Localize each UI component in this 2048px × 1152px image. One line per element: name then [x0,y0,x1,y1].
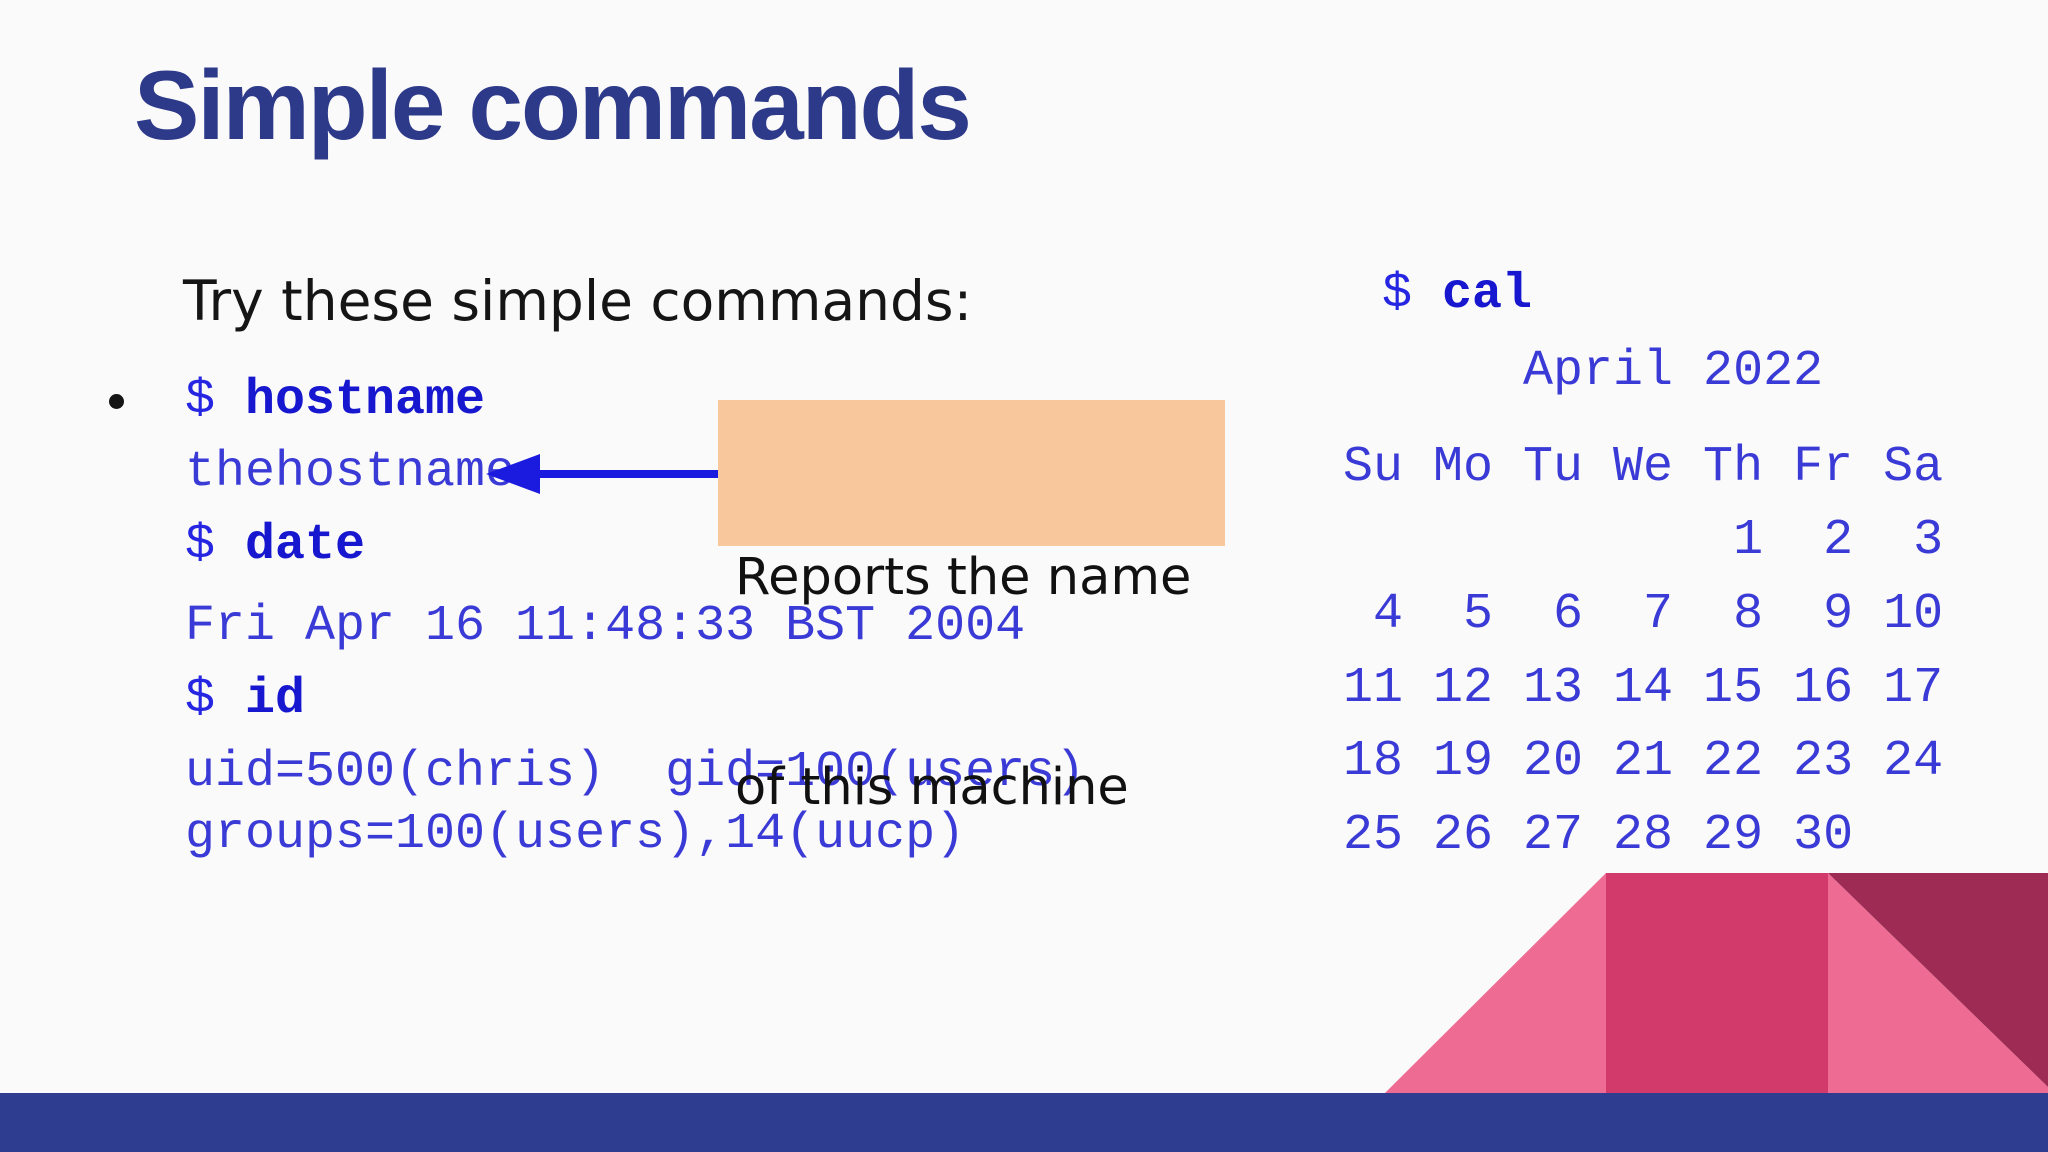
bullet-marker [109,394,124,409]
command-text: hostname [245,372,486,429]
shell-prompt: $ [1382,266,1413,323]
calendar-month-header: April 2022 [1343,343,1824,400]
terminal-line-id-command: $ id [185,670,305,730]
callout-arrow-left-icon [486,454,540,494]
decoration-slope-right [1828,873,2048,1093]
page-title: Simple commands [134,50,972,160]
calendar-week-row: 25 26 27 28 29 30 [1343,807,1854,864]
command-text: cal [1442,266,1533,323]
terminal-line-date-output: Fri Apr 16 11:48:33 BST 2004 [185,598,1026,655]
callout-text-line2: of this machine [735,758,1129,817]
shell-prompt: $ [185,517,216,574]
command-text: date [245,517,366,574]
terminal-line-id-output-1: uid=500(chris) gid=100(users) [185,744,1086,801]
calendar-weekday-header: Su Mo Tu We Th Fr Sa [1343,439,1944,496]
decoration-triangle-corner [1828,873,2048,1087]
calendar-week-row: 4 5 6 7 8 9 10 [1343,586,1944,643]
terminal-line-hostname-command: $ hostname [185,371,485,431]
decoration-triangle-left [1385,873,1606,1093]
intro-text: Try these simple commands: [183,269,973,333]
decoration-rectangle-center [1606,873,1828,1093]
footer-bar [0,1093,2048,1152]
callout-arrow-shaft [540,470,720,478]
terminal-line-id-output-2: groups=100(users),14(uucp) [185,806,966,863]
callout-text-line1: Reports the name [735,548,1192,607]
command-text: id [245,671,306,728]
shell-prompt: $ [185,372,216,429]
terminal-line-cal-command: $ cal [1382,265,1532,325]
shell-prompt: $ [185,671,216,728]
callout-box: Reports the name of this machine [718,400,1225,817]
calendar-week-row: 11 12 13 14 15 16 17 [1343,660,1944,717]
calendar-week-row: 1 2 3 [1343,512,1944,569]
calendar-week-row: 18 19 20 21 22 23 24 [1343,733,1944,790]
terminal-line-date-command: $ date [185,516,365,576]
terminal-line-hostname-output: thehostname [185,444,516,501]
